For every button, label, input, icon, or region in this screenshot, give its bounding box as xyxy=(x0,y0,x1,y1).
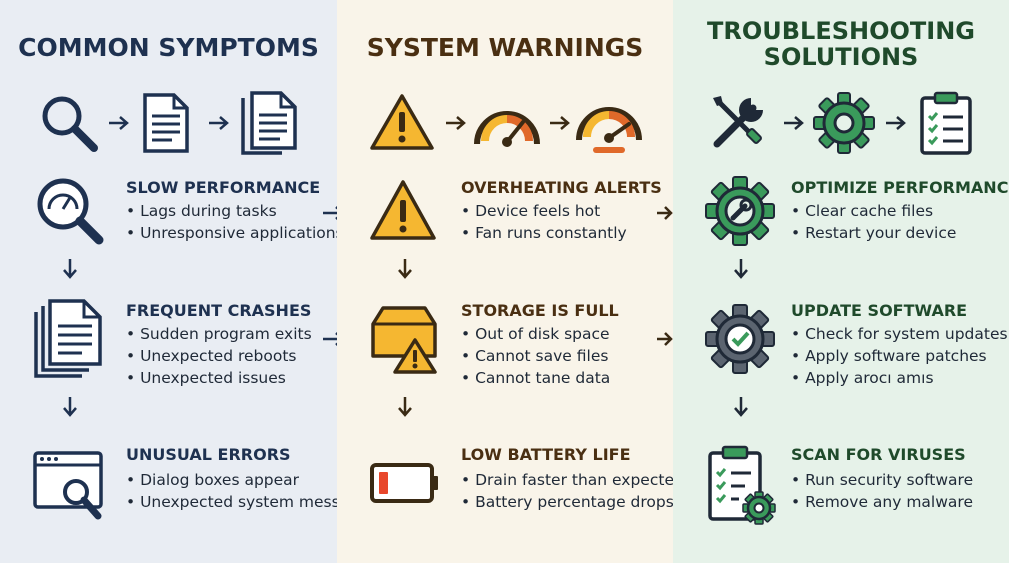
arrow-right-icon xyxy=(657,205,673,225)
item-title: SCAN FOR VIRUSES xyxy=(791,445,966,464)
gear-wrench-icon xyxy=(705,176,775,246)
column-system-warnings: SYSTEM WARNINGS OVERHEATING ALERTS Devic… xyxy=(337,0,673,563)
gear-check-icon xyxy=(705,304,775,374)
folder-warning-icon xyxy=(369,302,441,376)
bullet-list: Out of disk space Cannot save files Cann… xyxy=(461,323,610,389)
bullet-list: Device feels hot Fan runs constantly xyxy=(461,200,627,244)
bullet: Device feels hot xyxy=(461,200,627,222)
title-line: TROUBLESHOOTING xyxy=(707,17,975,45)
bullet: Unexpected reboots xyxy=(126,345,312,367)
checklist-icon xyxy=(919,90,973,156)
bullet: Out of disk space xyxy=(461,323,610,345)
magnifier-icon xyxy=(38,92,100,154)
column-title: COMMON SYMPTOMS xyxy=(0,34,337,62)
title-line: SYSTEM WARNINGS xyxy=(366,33,644,62)
bullet: Run security software xyxy=(791,469,973,491)
column-title: TROUBLESHOOTING SOLUTIONS xyxy=(673,18,1009,71)
bullet: Clear cache files xyxy=(791,200,956,222)
arrow-right-icon xyxy=(208,115,230,135)
arrow-down-icon xyxy=(397,396,413,422)
column-common-symptoms: COMMON SYMPTOMS SLOW PERFORMANCE Lags du… xyxy=(0,0,337,563)
arrow-right-icon xyxy=(108,115,130,135)
arrow-down-icon xyxy=(62,396,78,422)
bullet-list: Sudden program exits Unexpected reboots … xyxy=(126,323,312,389)
item-title: OVERHEATING ALERTS xyxy=(461,178,662,197)
gauge-icon xyxy=(573,94,645,156)
arrow-right-icon xyxy=(445,115,467,135)
item-title: UPDATE SOFTWARE xyxy=(791,301,968,320)
bullet-list: Drain faster than expected Battery perce… xyxy=(461,469,673,513)
bullet: Cannot tane data xyxy=(461,367,610,389)
arrow-right-icon xyxy=(322,205,337,225)
wrench-screwdriver-icon xyxy=(707,92,769,154)
item-title: UNUSUAL ERRORS xyxy=(126,445,291,464)
bullet: Unresponsive applications xyxy=(126,222,337,244)
bullet: Remove any malware xyxy=(791,491,973,513)
bullet-list: Run security software Remove any malware xyxy=(791,469,973,513)
document-icon xyxy=(142,92,190,154)
arrow-down-icon xyxy=(62,258,78,284)
bullet-list: Dialog boxes appear Unexpected system me… xyxy=(126,469,337,513)
arrow-right-icon xyxy=(783,115,805,135)
battery-low-icon xyxy=(369,462,441,504)
item-title: FREQUENT CRASHES xyxy=(126,301,312,320)
arrow-right-icon xyxy=(657,331,673,351)
bullet-list: Lags during tasks Unresponsive applicati… xyxy=(126,200,337,244)
warning-icon xyxy=(369,178,437,242)
gear-icon xyxy=(813,92,875,154)
arrow-down-icon xyxy=(733,258,749,284)
bullet-list: Clear cache files Restart your device xyxy=(791,200,956,244)
gauge-icon xyxy=(471,94,543,152)
item-title: SLOW PERFORMANCE xyxy=(126,178,321,197)
bullet: Check for system updates xyxy=(791,323,1008,345)
item-title: LOW BATTERY LIFE xyxy=(461,445,631,464)
error-window-icon xyxy=(32,450,106,524)
checklist-gear-icon xyxy=(707,444,779,526)
magnifier-gauge-icon xyxy=(35,176,105,246)
arrow-down-icon xyxy=(397,258,413,284)
arrow-right-icon xyxy=(549,115,571,135)
documents-icon xyxy=(240,90,300,156)
stacked-documents-icon xyxy=(32,298,104,380)
bullet: Cannot save files xyxy=(461,345,610,367)
bullet: Lags during tasks xyxy=(126,200,337,222)
bullet: Apply arocı amıs xyxy=(791,367,1008,389)
bullet: Dialog boxes appear xyxy=(126,469,326,491)
bullet: Unexpected issues xyxy=(126,367,312,389)
title-line: SOLUTIONS xyxy=(763,43,919,72)
column-troubleshooting-solutions: TROUBLESHOOTING SOLUTIONS OPTIMIZE PERFO… xyxy=(673,0,1009,563)
bullet: Restart your device xyxy=(791,222,956,244)
bullet: Unexpected system messages xyxy=(126,491,337,513)
bullet: Fan runs constantly xyxy=(461,222,627,244)
arrow-right-icon xyxy=(885,115,907,135)
bullet-list: Check for system updates Apply software … xyxy=(791,323,1008,389)
arrow-down-icon xyxy=(733,396,749,422)
bullet: Apply software patches xyxy=(791,345,1008,367)
item-title: OPTIMIZE PERFORMANCE xyxy=(791,178,1009,197)
item-title: STORAGE IS FULL xyxy=(461,301,619,320)
arrow-right-icon xyxy=(322,331,337,351)
bullet: Drain faster than expected xyxy=(461,469,673,491)
column-title: SYSTEM WARNINGS xyxy=(337,34,673,62)
bullet: Sudden program exits xyxy=(126,323,312,345)
warning-icon xyxy=(369,92,435,152)
title-line: COMMON SYMPTOMS xyxy=(18,33,319,62)
bullet: Battery percentage drops quickly xyxy=(461,491,673,513)
